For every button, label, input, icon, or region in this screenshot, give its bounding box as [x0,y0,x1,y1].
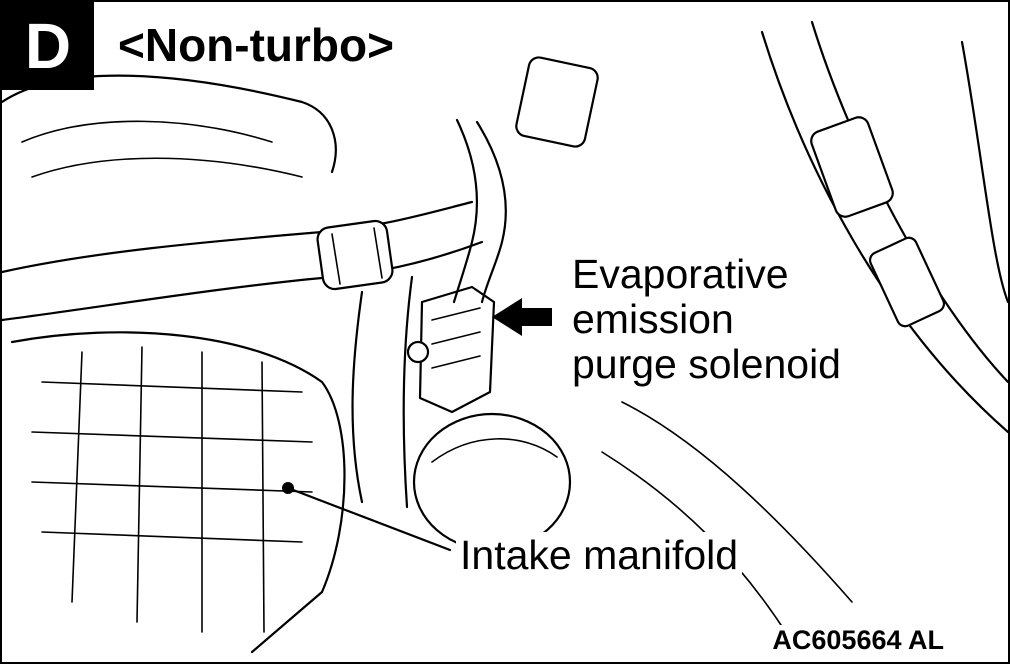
upper-tank-rib [31,157,303,178]
right-bracket [810,116,894,218]
hose-clamp-ridge [331,227,383,285]
right-tube [810,20,1008,384]
purge-solenoid-detail [431,307,481,369]
right-tube [960,40,1008,304]
small-hose [475,120,507,304]
round-cap-rim [431,438,558,463]
upper-connector [515,56,599,148]
intake-manifold-grid [31,346,313,633]
right-bracket [868,236,946,328]
hose-upper-edge [2,200,474,274]
upper-tank-rib [21,120,273,143]
label-purge-line: purge solenoid [572,341,841,387]
lower-right-line [621,401,853,603]
figure-code: AC605664 AL [768,625,948,656]
upper-tank-outline [2,74,337,174]
section-badge: D [2,2,94,90]
purge-solenoid-body [418,285,496,414]
section-title: <Non-turbo> [112,20,400,70]
small-hose [452,118,479,304]
intake-leader-line [286,486,452,552]
vertical-hose-left [351,290,364,504]
hose-clamp [316,219,394,291]
label-purge-solenoid: Evaporative emission purge solenoid [568,252,845,387]
vertical-hose-right [402,275,414,509]
label-purge-line: emission [572,296,734,342]
hose-lower-edge [2,240,484,322]
pointer-arrow [492,298,552,336]
label-purge-line: Evaporative [572,251,789,297]
right-tube [760,30,1008,434]
purge-solenoid-connector [406,340,430,364]
intake-manifold-outline [10,331,346,654]
label-intake-manifold: Intake manifold [456,532,743,578]
round-cap [412,412,572,552]
